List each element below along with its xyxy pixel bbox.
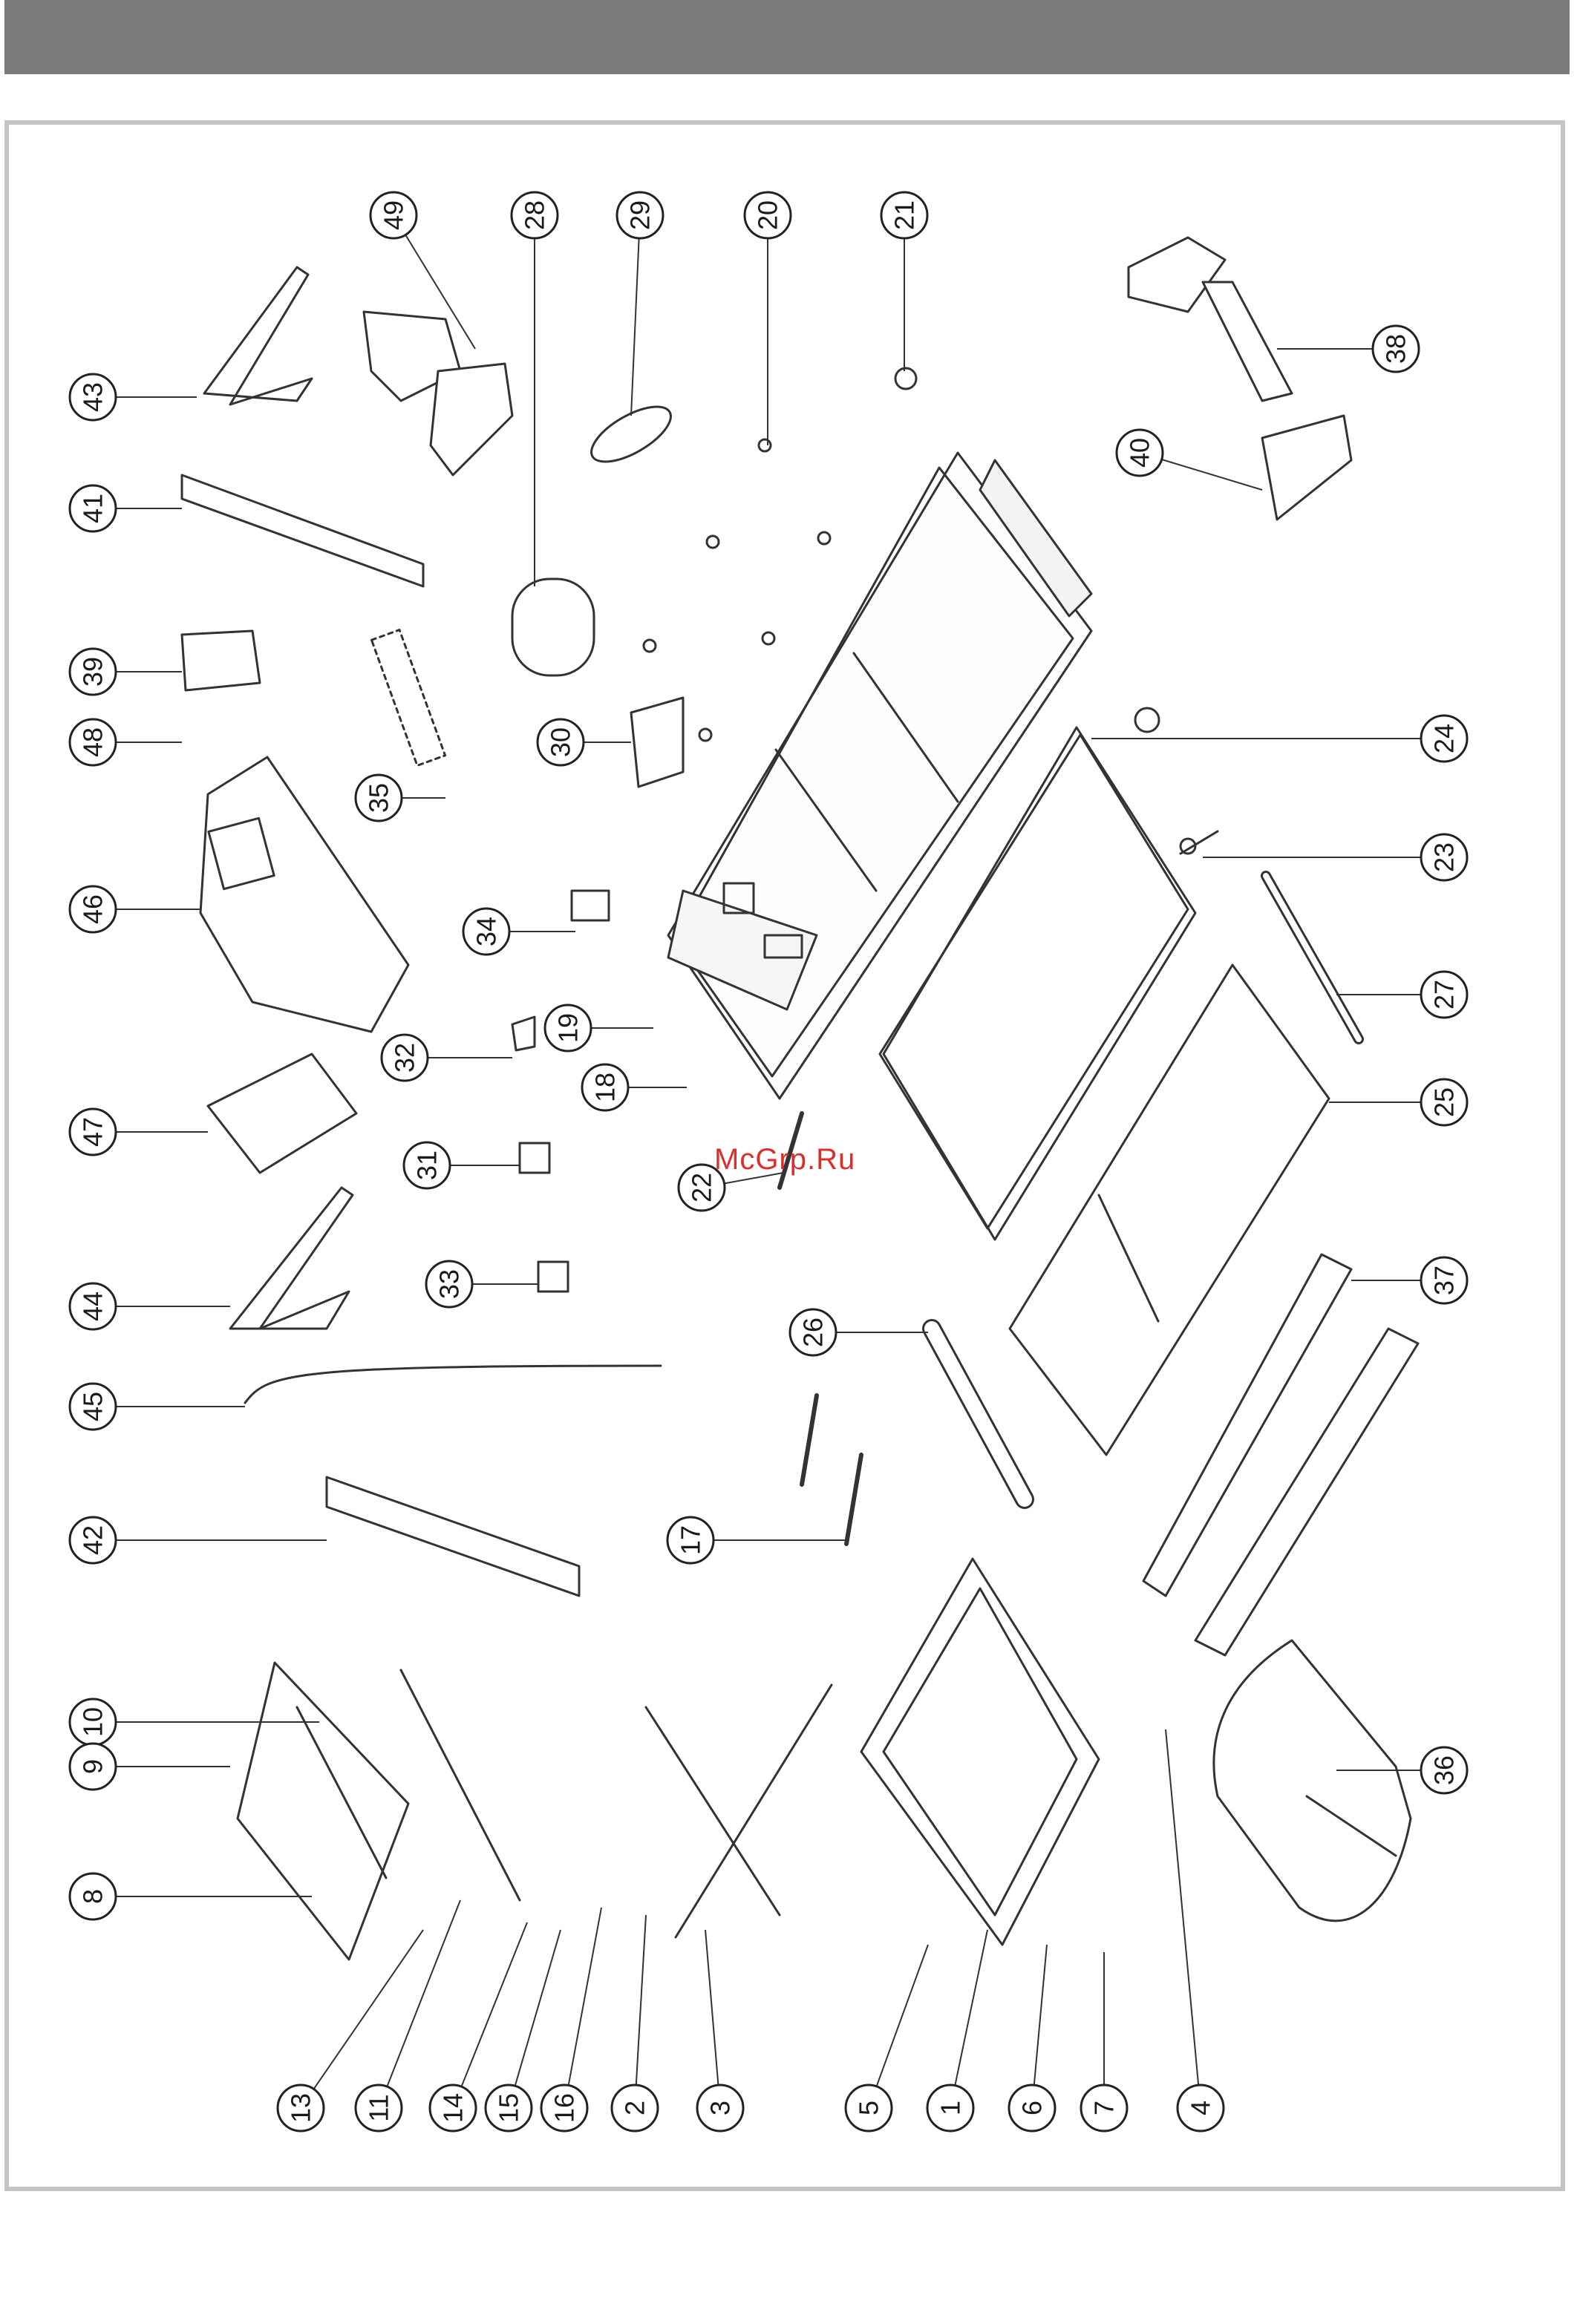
callout-label-34: 34 [471,917,502,946]
callout-label-18: 18 [590,1073,621,1102]
callout-label-30: 30 [546,727,576,757]
callout-label-45: 45 [78,1392,108,1421]
leader-line-5 [869,1945,928,2108]
callout-label-28: 28 [520,200,550,230]
callout-label-1: 1 [935,2101,966,2115]
base-frame-part [861,1559,1099,1945]
callout-label-46: 46 [78,894,108,924]
callout-label-47: 47 [78,1117,108,1147]
front-roller-part [932,1329,1025,1499]
callout-label-49: 49 [379,200,409,230]
leader-line-15 [509,1930,561,2108]
callout-label-32: 32 [390,1043,420,1073]
cap-40-part [1129,238,1225,312]
callout-label-2: 2 [620,2101,650,2115]
callout-label-31: 31 [412,1150,443,1180]
callout-label-24: 24 [1429,724,1460,753]
callout-label-6: 6 [1017,2101,1048,2115]
callout-label-44: 44 [78,1292,108,1321]
callout-label-22: 22 [687,1173,717,1202]
callout-label-9: 9 [78,1759,108,1774]
callout-label-3: 3 [705,2101,736,2115]
lower-base-part [238,1663,520,1960]
callout-label-5: 5 [854,2101,884,2115]
callout-label-38: 38 [1381,334,1411,364]
callout-label-40: 40 [1125,438,1155,468]
leader-line-6 [1032,1945,1047,2108]
callout-label-43: 43 [78,382,108,412]
callout-label-23: 23 [1429,842,1460,872]
callout-label-8: 8 [78,1889,108,1904]
leader-line-29 [631,215,640,416]
motor-controller-part [631,698,683,787]
callout-label-19: 19 [553,1013,584,1043]
bracket-23-part [1180,831,1218,854]
callout-label-37: 37 [1429,1266,1460,1295]
console-cover-part [208,1054,356,1173]
callout-label-27: 27 [1429,980,1460,1009]
leader-line-3 [705,1930,720,2108]
callout-label-7: 7 [1089,2101,1120,2115]
leader-line-16 [564,1908,601,2108]
leader-line-11 [379,1900,460,2108]
callout-label-4: 4 [1186,2101,1216,2115]
callout-label-35: 35 [364,783,394,813]
callout-label-20: 20 [753,200,783,230]
sensor-33-part [538,1262,568,1292]
callout-label-41: 41 [78,494,108,523]
sensor-31-part [520,1143,549,1173]
callout-label-25: 25 [1429,1087,1460,1117]
upright-41-part [182,475,423,586]
upright-42-part [327,1477,579,1596]
spring-part [802,1395,817,1485]
lift-motor-part [182,631,260,690]
callout-label-15: 15 [494,2093,524,2123]
cover-38-part [1203,282,1292,401]
sensor-32-part [512,1017,535,1050]
leader-line-1 [950,1930,987,2108]
callout-label-11: 11 [364,2094,394,2121]
callout-label-33: 33 [434,1269,465,1299]
rear-roller-part [1266,876,1359,1039]
cable-45-part [245,1366,661,1403]
leader-line-4 [1166,1729,1201,2108]
callout-label-42: 42 [78,1525,108,1555]
sensor-34-part [572,891,609,920]
handrail-44-part [230,1188,353,1329]
hardware-35-part [371,630,445,766]
leader-line-2 [635,1915,646,2108]
callout-label-16: 16 [549,2093,580,2123]
callout-label-17: 17 [676,1525,706,1555]
callout-label-21: 21 [889,200,920,230]
leader-line-13 [301,1930,423,2108]
callout-label-13: 13 [286,2093,316,2123]
rod-3-part [676,1685,832,1937]
callout-label-39: 39 [78,657,108,687]
callout-label-26: 26 [798,1318,829,1347]
callout-label-10: 10 [78,1707,108,1737]
handrail-43-part [204,267,312,405]
callout-label-48: 48 [78,727,108,757]
callout-label-14: 14 [438,2093,468,2123]
rod-2-part [646,1707,780,1915]
motor-part [512,579,594,675]
callout-label-29: 29 [625,200,656,230]
watermark: McGrp.Ru [714,1143,855,1176]
callout-label-36: 36 [1429,1755,1460,1785]
motor-hood-part [1214,1640,1411,1921]
